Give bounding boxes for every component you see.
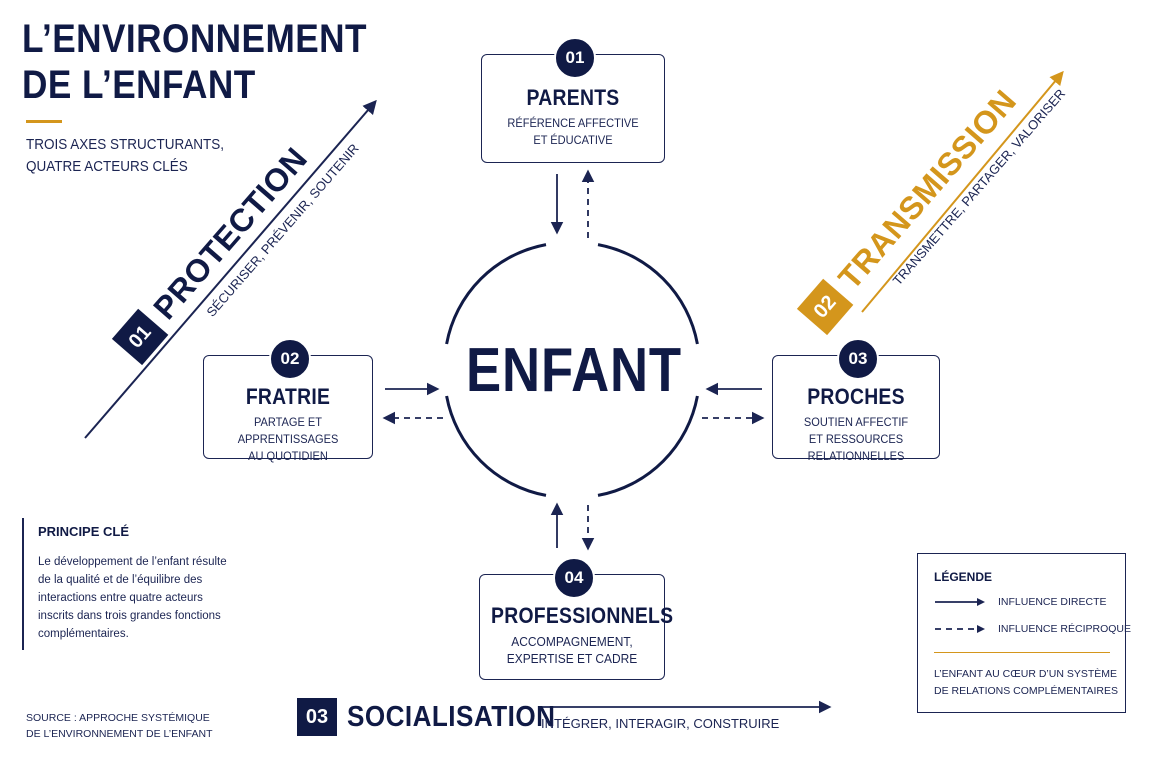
legend-divider	[934, 652, 1110, 653]
solid-arrow-icon	[935, 598, 985, 607]
center-label: ENFANT	[466, 336, 682, 405]
dashed-arrow-icon	[935, 625, 985, 634]
actor-name: PROFESSIONNELS	[491, 603, 674, 628]
axis-socialisation: 03 SOCIALISATION	[297, 698, 579, 736]
legend-direct-label: INFLUENCE DIRECTE	[998, 596, 1107, 608]
actor-name: PROCHES	[807, 384, 905, 409]
actor-number: 02	[269, 338, 311, 380]
principle-title: PRINCIPE CLÉ	[38, 524, 130, 539]
page-title: L’ENVIRONNEMENT DE L’ENFANT	[22, 16, 367, 108]
actor-number: 03	[837, 338, 879, 380]
actor-fratrie: 02 FRATRIE PARTAGE ET APPRENTISSAGES AU …	[203, 338, 373, 463]
axis-label: SOCIALISATION	[347, 700, 556, 733]
actor-name: PARENTS	[526, 85, 620, 110]
legend-title: LÉGENDE	[934, 570, 993, 584]
actor-description-line-1: SOUTIEN AFFECTIF	[803, 415, 909, 429]
key-principle: PRINCIPE CLÉ Le développement de l’enfan…	[22, 518, 232, 650]
source-note: SOURCE : APPROCHE SYSTÉMIQUE DE L’ENVIRO…	[26, 712, 213, 740]
legend-row-direct: INFLUENCE DIRECTE	[934, 596, 1107, 608]
actor-professionnels: 04 PROFESSIONNELS ACCOMPAGNEMENT, EXPERT…	[479, 557, 674, 680]
legend-note: L’ENFANT AU CŒUR D’UN SYSTÈME DE RELATIO…	[934, 668, 1118, 697]
center-circle	[445, 243, 699, 497]
protection-axis-line	[84, 99, 377, 439]
actor-description-line-1: RÉFÉRENCE AFFECTIVE	[507, 116, 639, 130]
actor-description-line-1: PARTAGE ET APPRENTISSAGES	[237, 415, 339, 446]
legend-row-reciprocal: INFLUENCE RÉCIPROQUE	[934, 623, 1131, 635]
title-accent-rule	[26, 120, 62, 123]
axis-subtitle-socialisation: INTÉGRER, INTERAGIR, CONSTRUIRE	[541, 716, 780, 731]
actor-number: 01	[554, 37, 596, 79]
title-line-1: L’ENVIRONNEMENT	[22, 17, 367, 61]
principle-text: Le développement de l’enfant résulte de …	[38, 556, 227, 640]
actor-number: 04	[553, 557, 595, 599]
actor-description-line-1: ACCOMPAGNEMENT,	[511, 634, 633, 649]
actor-description-line-2: EXPERTISE ET CADRE	[506, 651, 638, 666]
actor-description-line-2: ET RESSOURCES RELATIONNELLES	[807, 432, 905, 463]
title-line-2: DE L’ENFANT	[22, 63, 256, 107]
transmission-axis-line	[861, 70, 1064, 313]
actor-name: FRATRIE	[245, 384, 331, 409]
legend: LÉGENDE INFLUENCE DIRECTE INFLUENCE RÉCI…	[917, 553, 1131, 713]
actor-description-line-2: ET ÉDUCATIVE	[533, 133, 613, 147]
axis-number-badge: 03	[297, 698, 337, 736]
actor-parents: 01 PARENTS RÉFÉRENCE AFFECTIVE ET ÉDUCAT…	[481, 37, 665, 163]
actor-description-line-2: AU QUOTIDIEN	[248, 449, 328, 463]
subtitle: TROIS AXES STRUCTURANTS, QUATRE ACTEURS …	[26, 136, 225, 175]
legend-reciprocal-label: INFLUENCE RÉCIPROQUE	[998, 623, 1132, 635]
actor-proches: 03 PROCHES SOUTIEN AFFECTIF ET RESSOURCE…	[772, 338, 940, 463]
